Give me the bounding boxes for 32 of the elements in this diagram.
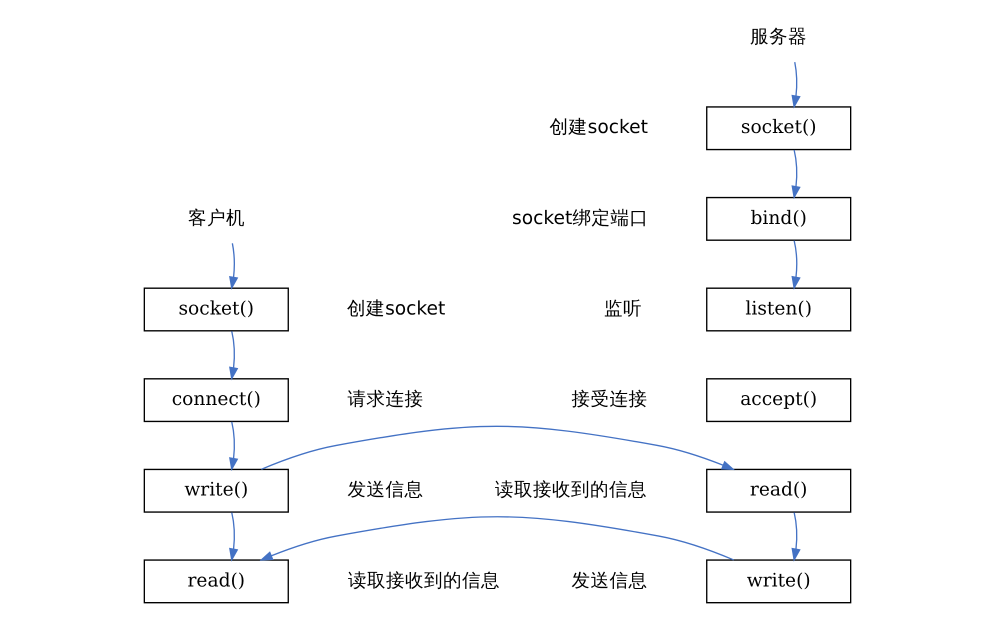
node-box: write(): [144, 468, 289, 513]
arrow: [229, 331, 238, 380]
arrow: [259, 516, 734, 561]
arrow: [791, 240, 801, 290]
node-text: 服务器: [750, 26, 808, 48]
node-label: 接受连接: [571, 389, 648, 410]
node-box: accept(): [706, 378, 852, 422]
node-text: 客户机: [188, 208, 245, 229]
node-label: 读取接收到的信息: [494, 480, 647, 501]
arrow: [229, 243, 238, 290]
node-label: socket绑定端口: [512, 208, 648, 229]
node-box: listen(): [706, 288, 852, 332]
node-box: bind(): [706, 196, 852, 241]
node-box: socket(): [706, 106, 852, 150]
arrow: [791, 512, 801, 562]
arrow: [261, 426, 736, 470]
node-label: 创建socket: [347, 298, 446, 320]
node-label: 创建socket: [550, 117, 648, 138]
node-box: write(): [706, 559, 852, 604]
arrow: [229, 422, 238, 472]
node-label: 监听: [604, 298, 642, 320]
arrow: [229, 512, 238, 562]
node-label: 发送信息: [571, 570, 648, 592]
arrow: [791, 62, 801, 109]
node-box: read(): [144, 559, 289, 604]
arrow: [791, 150, 801, 200]
node-label: 请求连接: [348, 389, 424, 410]
node-box: socket(): [144, 288, 289, 332]
node-box: read(): [706, 468, 852, 513]
node-label: 发送信息: [348, 480, 424, 501]
node-box: connect(): [144, 378, 289, 422]
node-label: 读取接收到的信息: [348, 570, 500, 592]
